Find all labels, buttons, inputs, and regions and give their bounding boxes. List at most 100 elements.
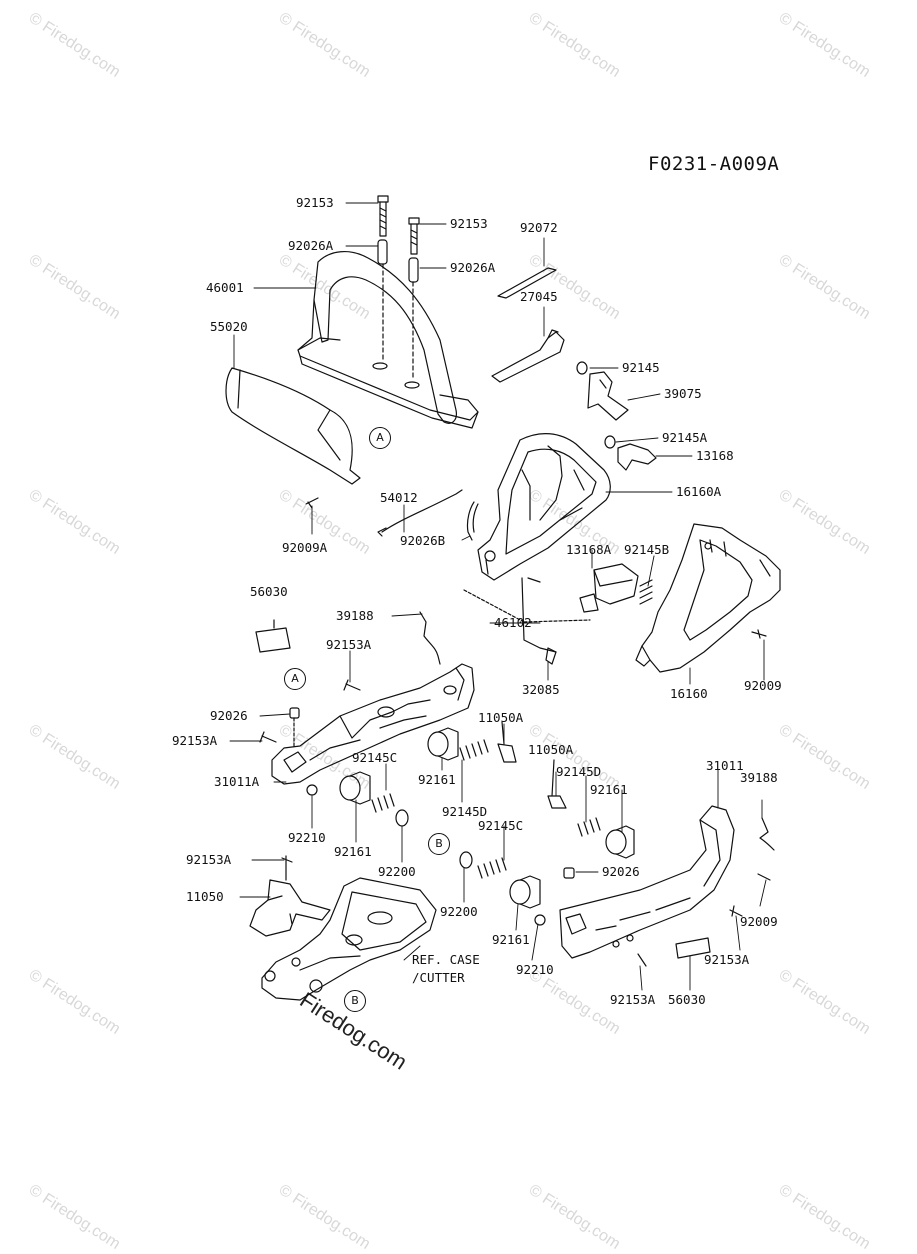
- reference-label: /CUTTER: [412, 970, 465, 985]
- part-number-label: 92153A: [704, 952, 750, 967]
- part-number-label: 92026: [210, 708, 248, 723]
- bolt-part: [637, 953, 647, 967]
- part-number-label: 92153A: [172, 733, 218, 748]
- part-number-label: 56030: [668, 992, 706, 1007]
- bolt-part: [377, 195, 420, 255]
- rear-handle-part: [635, 523, 781, 673]
- part-number-label: 39188: [336, 608, 374, 623]
- spacer-part: [377, 239, 419, 283]
- part-number-label: 46102: [494, 615, 532, 630]
- label-sheet-part: [255, 627, 291, 653]
- part-number-label: 54012: [380, 490, 418, 505]
- part-number-label: 92161: [418, 772, 456, 787]
- stop-switch-part: [579, 563, 653, 613]
- part-number-label: 92210: [288, 830, 326, 845]
- cable-holder-part: [491, 329, 565, 383]
- part-number-label: 92009A: [282, 540, 328, 555]
- part-number-label: 92161: [334, 844, 372, 859]
- wire-part: [463, 577, 591, 665]
- frame-part: [271, 663, 475, 785]
- part-number-label: 13168A: [566, 542, 612, 557]
- part-number-label: 31011A: [214, 774, 260, 789]
- screw-part: [751, 629, 767, 639]
- callout-b: B: [428, 833, 450, 855]
- figure-code: F0231-A009A: [648, 153, 780, 175]
- cable-tie-part: [497, 267, 557, 299]
- parts-diagram: © Firedog.com © Firedog.com © Firedog.co…: [26, 9, 873, 1253]
- part-number-label: 92153A: [186, 852, 232, 867]
- part-number-label: 92161: [492, 932, 530, 947]
- part-number-label: 92200: [378, 864, 416, 879]
- frame-part: [559, 805, 735, 959]
- part-number-label: 31011: [706, 758, 744, 773]
- spring-wire-part: [759, 817, 775, 851]
- part-number-label: 56030: [250, 584, 288, 599]
- bolt-part: [281, 855, 293, 881]
- part-number-label: 92161: [590, 782, 628, 797]
- part-number-label: 92153A: [610, 992, 656, 1007]
- throttle-lock-part: [604, 435, 657, 471]
- part-number-label: 11050A: [528, 742, 574, 757]
- dashed-assembly-line: [382, 263, 414, 381]
- part-number-label: 92072: [520, 220, 558, 235]
- label-sheet-part: [675, 937, 711, 959]
- part-number-label: 92153A: [326, 637, 372, 652]
- washer-part: [395, 809, 409, 827]
- part-number-label: 92153: [296, 195, 334, 210]
- part-number-label: 11050A: [478, 710, 524, 725]
- front-handle-part: [297, 251, 479, 429]
- part-number-label: 13168: [696, 448, 734, 463]
- part-number-label: 32085: [522, 682, 560, 697]
- bolt-part: [259, 731, 277, 743]
- rear-handle-half-part: [477, 433, 611, 581]
- bolt-part: [729, 905, 743, 917]
- callout-b: B: [344, 990, 366, 1012]
- screw-part: [305, 497, 319, 509]
- leader-lines: [229, 202, 767, 991]
- throttle-cable-part: [377, 489, 463, 537]
- part-number-label: 92145: [622, 360, 660, 375]
- part-number-label: 92145C: [352, 750, 398, 765]
- part-number-label: 92210: [516, 962, 554, 977]
- part-number-label: 92009: [744, 678, 782, 693]
- exploded-view-drawing: [225, 195, 781, 1001]
- nut-part: [534, 914, 546, 926]
- case-cutter-reference: [261, 877, 437, 1001]
- part-number-label: 92145D: [442, 804, 488, 819]
- bushing-part: [289, 707, 300, 719]
- spring-wire-part: [419, 611, 441, 665]
- nut-part: [306, 784, 318, 796]
- cable-tube-part: [466, 501, 479, 541]
- part-number-label: 92026B: [400, 533, 446, 548]
- screw-part: [757, 873, 771, 881]
- reference-label: REF. CASE: [412, 952, 480, 967]
- part-number-label: 92145B: [624, 542, 670, 557]
- part-number-label: 16160A: [676, 484, 722, 499]
- bushing-part: [563, 867, 575, 879]
- part-number-label: 46001: [206, 280, 244, 295]
- part-number-label: 92145D: [556, 764, 602, 779]
- part-number-label: 92026: [602, 864, 640, 879]
- part-number-label: 92026A: [450, 260, 496, 275]
- callout-a: A: [369, 427, 391, 449]
- part-number-label: 92145C: [478, 818, 524, 833]
- part-number-label: 39188: [740, 770, 778, 785]
- part-number-label: 27045: [520, 289, 558, 304]
- callout-a: A: [284, 668, 306, 690]
- part-number-label: 92026A: [288, 238, 334, 253]
- handle-guard-part: [225, 367, 361, 485]
- throttle-trigger-part: [576, 361, 629, 421]
- part-number-label: 92200: [440, 904, 478, 919]
- part-number-label: 39075: [664, 386, 702, 401]
- part-number-label: 92145A: [662, 430, 708, 445]
- washer-part: [459, 851, 473, 869]
- bracket-part: [249, 879, 331, 937]
- part-number-label: 55020: [210, 319, 248, 334]
- coil-spring-part: [371, 739, 601, 879]
- part-number-label: 92153: [450, 216, 488, 231]
- bracket-part: [497, 721, 517, 763]
- part-number-label: 16160: [670, 686, 708, 701]
- damper-part: [339, 727, 635, 909]
- part-number-label: 11050: [186, 889, 224, 904]
- part-number-label: 92009: [740, 914, 778, 929]
